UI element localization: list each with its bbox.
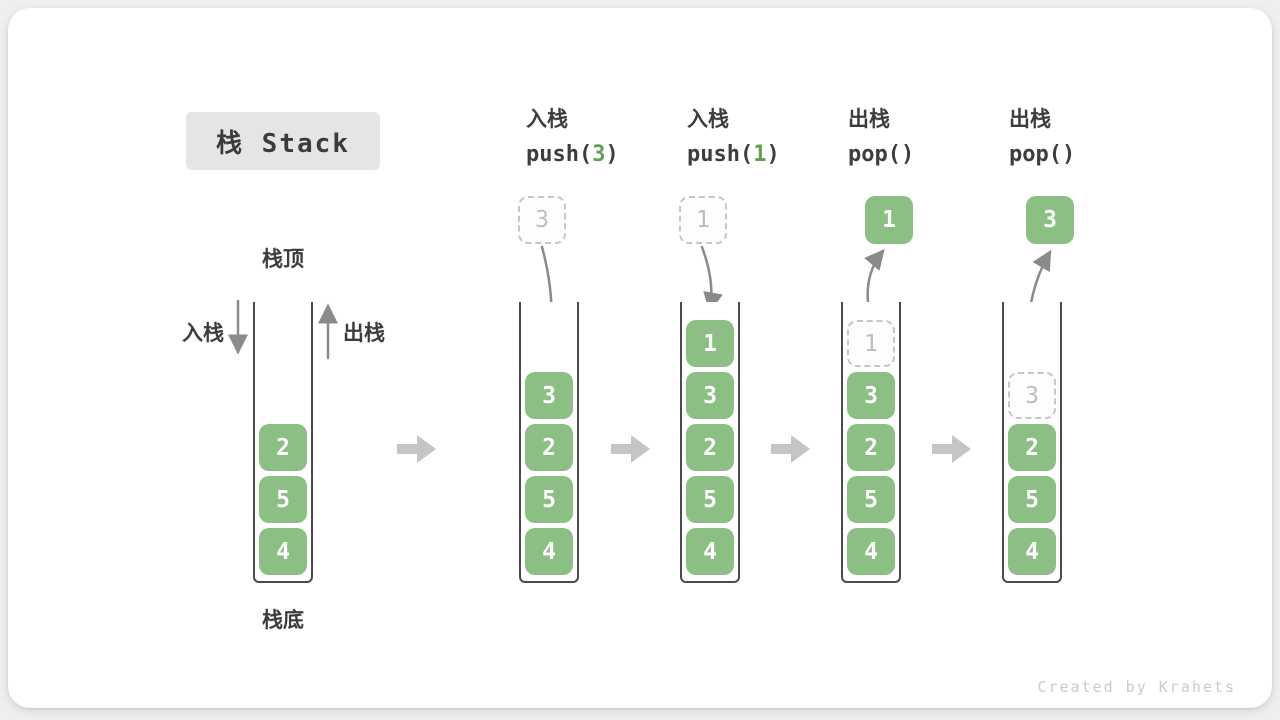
operation-label: 入栈 push(1) [687,103,780,167]
ghost-block: 1 [847,320,895,367]
operation-name: 出栈 [1009,107,1051,131]
stack-block: 5 [525,476,573,523]
stack-block: 2 [259,424,307,471]
stack-block: 3 [847,372,895,419]
flow-arrow-icon [932,435,972,468]
stack-block: 2 [525,424,573,471]
stack-block: 4 [847,528,895,575]
stack-block: 4 [259,528,307,575]
code-paren: ) [605,142,619,167]
flow-arrow-icon [771,435,811,468]
operation-code: pop() [1009,142,1075,167]
diagram-title: 栈 Stack [186,112,380,170]
pop-direction-label: 出栈 [343,321,385,345]
stack-block: 5 [1008,476,1056,523]
code-arg: 1 [753,142,767,167]
stack-block: 5 [259,476,307,523]
stack-block: 2 [1008,424,1056,471]
stack-block: 2 [686,424,734,471]
ghost-block: 3 [1008,372,1056,419]
incoming-value-box: 1 [679,196,727,244]
stack-block: 3 [686,372,734,419]
watermark: Created by Krahets [1037,678,1236,696]
operation-name: 入栈 [687,107,729,131]
code-fn: push( [687,142,754,167]
code-paren: ) [766,142,780,167]
operation-label: 出栈 pop() [1009,103,1075,167]
popped-value-box: 1 [865,196,913,244]
stack-block: 5 [686,476,734,523]
stack-bottom-label: 栈底 [262,608,304,632]
stack-block: 3 [525,372,573,419]
flow-arrow-icon [397,435,437,468]
code-fn: pop( [1009,142,1062,167]
operation-label: 出栈 pop() [848,103,914,167]
code-fn: push( [526,142,593,167]
operation-name: 入栈 [526,107,568,131]
stack-block: 4 [1008,528,1056,575]
stack-top-label: 栈顶 [262,247,304,271]
stack-block: 4 [525,528,573,575]
code-paren: ) [1061,142,1076,167]
flow-arrow-icon [611,435,651,468]
stack-block: 1 [686,320,734,367]
push-arrow [700,245,723,313]
incoming-value-box: 3 [518,196,566,244]
code-paren: ) [900,142,915,167]
stack-block: 5 [847,476,895,523]
popped-value-box: 3 [1026,196,1074,244]
operation-code: push(3) [526,142,619,167]
operation-code: pop() [848,142,914,167]
push-direction-label: 入栈 [182,321,224,345]
stack-block: 2 [847,424,895,471]
code-arg: 3 [592,142,606,167]
operation-name: 出栈 [848,107,890,131]
operation-code: push(1) [687,142,780,167]
diagram-title-text: 栈 Stack [216,128,350,159]
operation-label: 入栈 push(3) [526,103,619,167]
stack-block: 4 [686,528,734,575]
code-fn: pop( [848,142,901,167]
